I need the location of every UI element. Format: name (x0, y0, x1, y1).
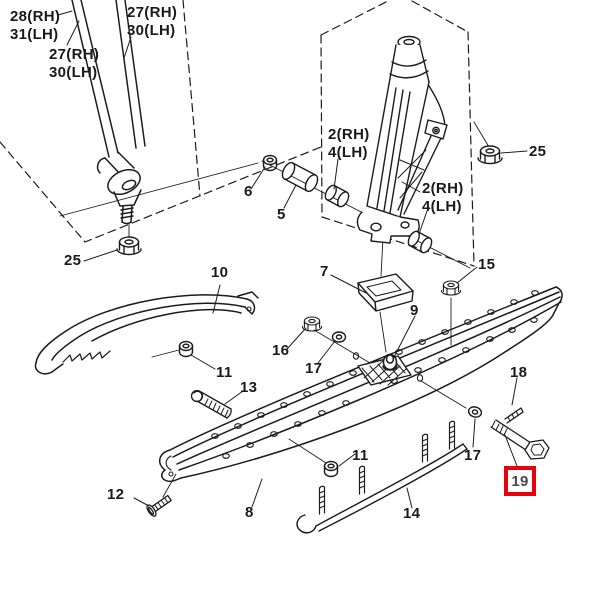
collar-and-bushings-drawing (281, 161, 435, 256)
part-label-15: 15 (478, 256, 496, 273)
part-label-25-left: 25 (64, 252, 82, 269)
part-label-11-upper: 11 (216, 364, 233, 381)
part-label-6: 6 (244, 183, 253, 200)
part-label-2rh-1: 2(RH) (328, 126, 370, 143)
dashed-inset-borders (0, 0, 475, 267)
part-label-14: 14 (403, 505, 421, 522)
screw-12-drawing (146, 494, 172, 517)
bolt-13-drawing (190, 389, 232, 419)
handle-drawing (34, 291, 259, 375)
part-label-10: 10 (211, 264, 229, 281)
part-label-31lh: 31(LH) (10, 26, 59, 43)
part-label-18: 18 (510, 364, 528, 381)
part-label-9: 9 (410, 302, 419, 319)
part-label-28rh: 28(RH) (10, 8, 61, 25)
part-label-2rh-2: 2(RH) (422, 180, 464, 197)
bolt-19-drawing (490, 419, 550, 460)
part-label-8: 8 (245, 504, 254, 521)
part-label-30lh-1: 30(LH) (49, 64, 98, 81)
part-label-5: 5 (277, 206, 286, 223)
part-label-4lh-1: 4(LH) (328, 144, 368, 161)
part-label-25-right: 25 (529, 143, 547, 160)
ski-drawing (158, 286, 563, 483)
part-label-17-lower: 17 (464, 447, 482, 464)
grommet-9-drawing (382, 353, 398, 371)
damper-7-drawing (357, 273, 414, 312)
pin-18-drawing (504, 407, 524, 424)
leader-lines (57, 10, 528, 509)
part-label-4lh-2: 4(LH) (422, 198, 462, 215)
part-label-27rh-1: 27(RH) (49, 46, 100, 63)
tie-rods-drawing (71, 0, 146, 225)
part-label-27rh-2: 27(RH) (127, 4, 178, 21)
highlight-box-part-19: 19 (504, 466, 536, 496)
spindle-drawing (356, 35, 448, 244)
wear-bar-drawing (296, 420, 468, 534)
part-label-13: 13 (240, 379, 258, 396)
part-label-11-lower: 11 (352, 447, 369, 464)
part-label-30lh-2: 30(LH) (127, 22, 176, 39)
part-label-7: 7 (320, 263, 329, 280)
part-label-17-upper: 17 (305, 360, 323, 377)
part-label-12: 12 (107, 486, 125, 503)
part-label-16: 16 (272, 342, 290, 359)
part-label-19: 19 (511, 472, 529, 490)
